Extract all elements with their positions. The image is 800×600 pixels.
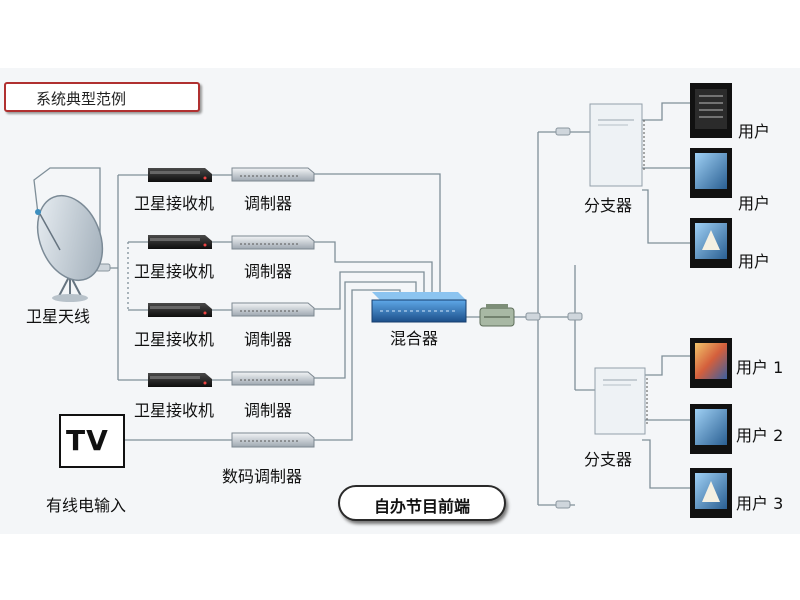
receiver-label: 卫星接收机 xyxy=(134,262,215,281)
satellite-antenna-label: 卫星天线 xyxy=(26,307,91,326)
modulator-device-icon xyxy=(231,167,315,182)
satellite-dish-icon xyxy=(35,194,104,302)
user-label: 用户 xyxy=(738,252,771,271)
modulator-device-icon xyxy=(231,371,315,386)
modulator-label: 调制器 xyxy=(244,330,293,349)
splitter-device-icon xyxy=(589,103,645,187)
modulator-device-icon xyxy=(231,302,315,317)
user-label: 用户 3 xyxy=(736,494,784,513)
mixer-device-icon xyxy=(371,292,467,323)
mixer-label: 混合器 xyxy=(390,329,439,348)
splitter-label: 分支器 xyxy=(584,196,633,215)
frontend-label: 自办节目前端 xyxy=(373,497,470,516)
digital-modulator-device-icon xyxy=(231,432,315,448)
page-title: 系统典型范例 xyxy=(36,90,127,108)
user-label: 用户 2 xyxy=(736,426,784,445)
cable-input-label: 有线电输入 xyxy=(46,496,127,515)
user-label: 用户 xyxy=(738,194,771,213)
splitter-label: 分支器 xyxy=(584,450,633,469)
tv-logo: TV xyxy=(66,424,109,457)
receiver-device-icon xyxy=(148,235,212,249)
tv-set-icon xyxy=(690,468,732,518)
modulator-label: 调制器 xyxy=(244,194,293,213)
receiver-device-icon xyxy=(148,303,212,317)
tv-set-icon xyxy=(690,83,732,138)
modulator-device-icon xyxy=(231,235,315,250)
receiver-device-icon xyxy=(148,168,212,182)
frontend-badge: 自办节目前端 xyxy=(338,485,506,521)
digital-modulator-label: 数码调制器 xyxy=(222,467,303,486)
amplifier-device-icon xyxy=(479,304,515,327)
modulators xyxy=(231,167,315,448)
receiver-label: 卫星接收机 xyxy=(134,194,215,213)
splitter-device-icon xyxy=(594,367,648,435)
user-label: 用户 xyxy=(738,122,771,141)
satellite-receivers xyxy=(148,168,212,387)
modulator-label: 调制器 xyxy=(244,401,293,420)
tap-connectors xyxy=(95,127,583,509)
user-label: 用户 1 xyxy=(736,358,784,377)
receiver-device-icon xyxy=(148,373,212,387)
receiver-label: 卫星接收机 xyxy=(134,401,215,420)
tv-set-icon xyxy=(690,148,732,198)
cable-input-box xyxy=(59,414,125,468)
tv-set-icon xyxy=(690,404,732,454)
receiver-label: 卫星接收机 xyxy=(134,330,215,349)
modulator-label: 调制器 xyxy=(244,262,293,281)
title-box: 系统典型范例 xyxy=(4,82,200,112)
tv-set-icon xyxy=(690,338,732,388)
tv-set-icon xyxy=(690,218,732,268)
